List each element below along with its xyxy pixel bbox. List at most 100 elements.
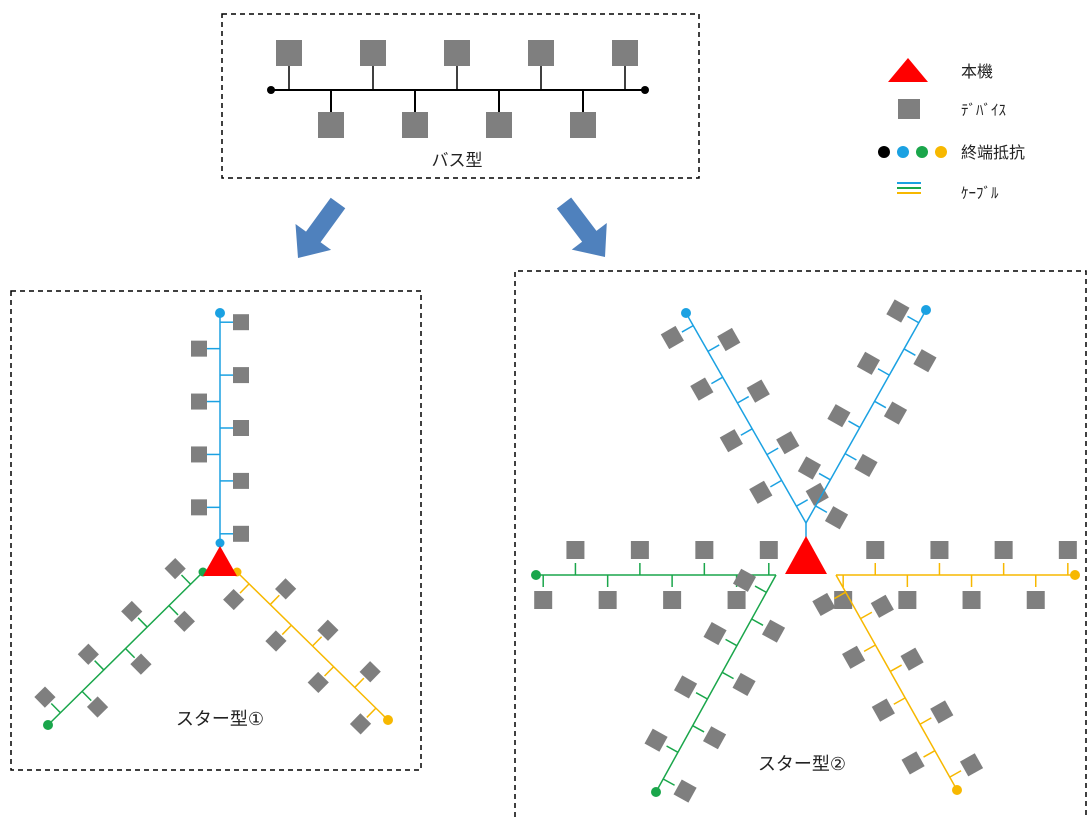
branch-cable	[655, 574, 777, 793]
device	[695, 541, 714, 559]
device	[317, 619, 339, 641]
device	[34, 686, 56, 708]
terminator	[215, 308, 225, 318]
branch-drop	[907, 315, 920, 324]
device	[719, 429, 743, 453]
device	[673, 675, 698, 699]
branch-drop	[877, 368, 890, 376]
device	[486, 112, 512, 138]
star2-topology	[531, 299, 1080, 803]
device	[901, 751, 925, 775]
device	[191, 446, 207, 463]
branch-drop	[354, 677, 365, 688]
device	[630, 541, 649, 559]
branch-drop	[366, 707, 377, 718]
device	[570, 112, 596, 138]
device	[913, 349, 937, 373]
device	[749, 480, 773, 504]
device	[275, 578, 297, 600]
device	[883, 401, 908, 425]
branch-drop	[769, 479, 783, 488]
branch-cable	[685, 312, 807, 524]
branch-cable	[805, 309, 927, 524]
device	[77, 643, 99, 665]
device	[223, 588, 245, 611]
device	[842, 645, 866, 669]
device	[307, 671, 329, 694]
device	[930, 541, 949, 559]
device	[1058, 541, 1077, 559]
terminator	[641, 86, 649, 94]
terminator	[531, 570, 541, 580]
device	[856, 351, 880, 375]
terminator	[215, 538, 225, 548]
device	[349, 713, 372, 735]
main-unit-legend-icon	[888, 58, 928, 82]
device	[276, 40, 302, 66]
branch-drop	[818, 472, 831, 481]
branch-drop	[711, 376, 724, 385]
device	[732, 672, 756, 696]
device	[660, 325, 684, 350]
terminator-blue-icon	[897, 146, 909, 158]
star2-panel-frame	[514, 270, 1087, 817]
device	[534, 591, 553, 609]
branch-drop	[751, 618, 764, 626]
device	[644, 728, 668, 752]
branch-drop	[903, 348, 916, 356]
branch-drop	[695, 692, 708, 700]
device	[121, 600, 143, 623]
branch-drop	[923, 750, 936, 758]
terminator	[383, 715, 393, 725]
terminator	[43, 720, 53, 730]
star1-label: スター型①	[176, 709, 264, 730]
terminator-green-icon	[916, 146, 928, 158]
device	[233, 314, 249, 331]
branch-drop	[874, 400, 887, 409]
device	[566, 541, 585, 559]
device	[703, 726, 727, 750]
terminator-black-icon	[878, 146, 890, 158]
bus-panel-frame	[221, 13, 700, 179]
device	[612, 40, 638, 66]
device	[318, 112, 344, 138]
terminator	[681, 308, 691, 318]
bus-topology	[267, 40, 649, 138]
arrow-shape	[556, 197, 607, 257]
branch-drop	[740, 428, 753, 436]
branch-drop	[766, 447, 779, 456]
terminator	[1070, 570, 1080, 580]
branch-drop	[737, 395, 750, 404]
legend: 本機 ﾃﾞﾊﾞｲｽ 終端抵抗 ｹｰﾌﾞﾙ	[878, 58, 1025, 202]
device	[191, 393, 207, 410]
branch-drop	[239, 583, 250, 594]
device	[727, 591, 746, 609]
branch-drop	[721, 671, 734, 680]
branch-drop	[833, 591, 847, 600]
branch-drop	[692, 725, 705, 733]
branch-drop	[666, 745, 679, 753]
device	[191, 499, 207, 516]
device	[233, 420, 249, 436]
device	[164, 557, 186, 580]
branch-drop	[50, 702, 61, 714]
device	[994, 541, 1013, 559]
branch-drop	[681, 324, 694, 333]
branch-drop	[311, 636, 323, 647]
branch-drop	[725, 638, 738, 647]
device	[1026, 591, 1045, 609]
device	[360, 40, 386, 66]
branch-drop	[281, 624, 292, 636]
branch-drop	[844, 452, 857, 461]
branch-drop	[863, 644, 876, 653]
main-unit	[203, 546, 237, 576]
branch-drop	[662, 778, 675, 786]
device	[776, 431, 800, 455]
terminator	[952, 785, 962, 795]
device	[359, 661, 381, 683]
device	[402, 112, 428, 138]
branch-drop	[815, 505, 828, 513]
device	[898, 591, 917, 609]
terminator	[921, 305, 931, 315]
device	[854, 453, 878, 477]
